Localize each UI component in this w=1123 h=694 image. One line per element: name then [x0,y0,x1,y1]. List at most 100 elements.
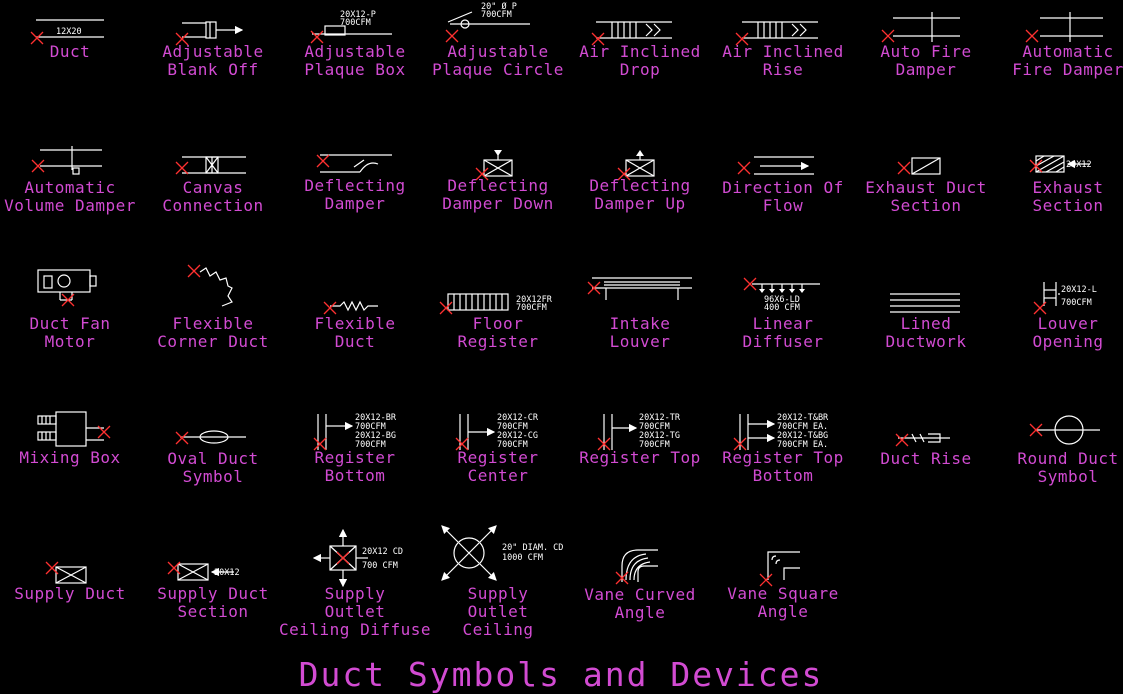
linear-diffuser-icon [743,277,820,293]
symbol-label: Exhaust [1033,178,1104,197]
symbol-label: Opening [1033,332,1104,351]
adjustable-plaque-circle-icon [445,11,530,43]
symbol-label: Floor [473,314,524,333]
annotation-layer: 12X20 20X12-P 700CFM 20" Ø P 700CFM 20X12 20X1… [56,1,1097,578]
symbol-label: Duct Rise [880,449,971,468]
symbol-label: Flexible [172,314,253,333]
symbol-annotation: 20X12-T&BG [777,431,828,441]
symbol-annotation: 700CFM EA. [777,440,828,450]
duct-fan-motor-icon [37,269,97,307]
symbol-annotation: 12X20 [56,27,82,37]
auto-fire-damper-icon [881,12,960,43]
symbol-annotation: 20X12-T&BR [777,413,829,423]
symbol-annotation: 20X12 [1066,160,1092,170]
symbol-label: Automatic [24,178,115,197]
symbol-label: Supply Duct [157,584,268,603]
register-top-icon [597,414,638,451]
vane-curved-angle-icon [615,549,658,585]
floor-register-icon [439,293,509,315]
register-top-bottom-icon [733,414,776,451]
symbol-label: Register Top [722,448,844,467]
supply-outlet-ceiling-icon [441,525,497,581]
canvas-connection-icon [175,156,246,175]
symbol-label: Supply Duct [14,584,125,603]
symbol-label: Outlet [468,602,529,621]
symbol-annotation: 20" Ø P [481,1,517,12]
symbol-label: Exhaust Duct [865,178,987,197]
symbol-label: Register [457,332,538,351]
symbol-annotation: 700CFM [1061,298,1092,308]
symbol-annotation: 20X12-BR [355,413,397,423]
symbol-label: Bottom [325,466,386,485]
symbol-label: Section [891,196,962,215]
adjustable-blank-off-icon [175,21,244,46]
symbol-label: Damper [325,194,386,213]
symbol-label: Duct Fan [29,314,110,333]
symbol-annotation: 20X12-CR [497,413,539,423]
symbol-label: Oval Duct [167,449,258,468]
symbol-label: Vane Square [727,584,838,603]
symbol-label: Damper [896,60,957,79]
symbol-label: Linear [753,314,814,333]
symbol-label: Duct [50,42,91,61]
symbol-label: Canvas [183,178,244,197]
symbol-label: Direction Of [722,178,844,197]
symbol-label: Section [178,602,249,621]
symbol-annotation: 700 CFM [362,561,398,571]
symbol-annotation: 20X12-P [340,10,376,20]
symbol-label: Angle [758,602,809,621]
symbol-label: Supply [325,584,386,603]
deflecting-damper-up-icon [617,150,655,181]
symbol-label: Fire Damper [1012,60,1123,79]
symbol-annotation: 20X12 [214,568,240,578]
symbol-label: Mixing Box [19,448,120,467]
adjustable-plaque-box-icon [310,25,392,44]
symbol-annotation: 96X6-LD [764,295,800,305]
flexible-corner-duct-icon [187,264,233,307]
symbol-label: Deflecting [447,176,548,195]
symbol-label: Automatic [1022,42,1113,61]
symbol-label: Center [468,466,529,485]
duct-rise-icon [895,433,950,447]
symbol-label: Symbol [183,467,244,486]
symbol-label: Air Inclined [722,42,844,61]
automatic-volume-damper-icon [31,146,102,175]
symbol-annotation: 20X12-BG [355,431,396,441]
symbol-label: Adjustable [304,42,405,61]
symbol-label: Adjustable [162,42,263,61]
symbol-label: Duct [335,332,376,351]
supply-duct-section-icon [167,561,234,581]
symbol-annotation: 20X12 CD [362,547,403,557]
flexible-duct-icon [323,300,378,315]
symbol-annotation: 20X12-CG [497,431,538,441]
vane-square-angle-icon [759,551,800,587]
symbol-label: Bottom [753,466,814,485]
symbol-annotation: 700CFM [497,440,528,450]
symbol-label: Motor [45,332,96,351]
oval-duct-symbol-icon [175,430,246,445]
sheet-title: Duct Symbols and Devices [299,655,824,694]
symbol-label: Corner Duct [157,332,268,351]
symbol-annotation: 700CFM EA. [777,422,828,432]
symbol-label: Section [1033,196,1104,215]
symbol-label: Flow [763,196,804,215]
symbol-label: Volume Damper [4,196,136,215]
symbol-label: Symbol [1038,467,1099,486]
deflecting-damper-down-icon [475,150,513,181]
intake-louver-icon [587,277,692,300]
symbol-label: Adjustable [447,42,548,61]
symbol-label: Louver [1038,314,1099,333]
symbol-label: Register [457,448,538,467]
mixing-box-icon [37,411,111,447]
symbol-annotation: 20X12-TG [639,431,680,441]
symbol-label: Connection [162,196,263,215]
symbol-label: Louver [610,332,671,351]
exhaust-section-icon [1029,155,1090,173]
supply-duct-icon [45,561,87,584]
register-center-icon [455,414,496,451]
symbol-label: Vane Curved [584,585,695,604]
symbol-label: Intake [610,314,671,333]
symbol-label: Lined [901,314,952,333]
symbol-label: Auto Fire [880,42,971,61]
symbol-label: Register [314,448,395,467]
